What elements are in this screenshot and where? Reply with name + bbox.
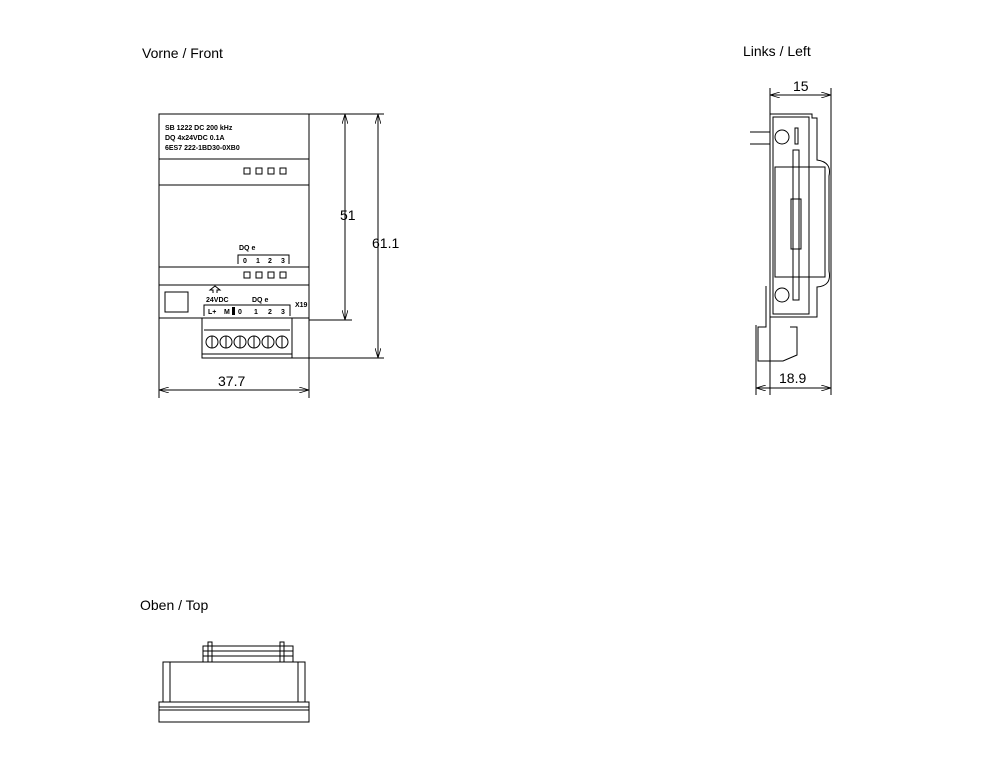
dim-depth-bottom: 18.9 <box>779 370 806 386</box>
terminal-label: 0 <box>238 309 242 316</box>
left-view: Links / Left 15 18.9 <box>743 43 832 395</box>
terminal-block <box>201 317 293 359</box>
terminal-label: 2 <box>268 309 272 316</box>
dim-height-inner: 51 <box>340 207 356 223</box>
terminal-label: 3 <box>281 309 285 316</box>
connector-label: X19 <box>295 302 308 309</box>
dq-channel: 1 <box>256 258 260 265</box>
dq-channel: 2 <box>268 258 272 265</box>
module-label-line-3: 6ES7 222-1BD30-0XB0 <box>165 145 240 152</box>
module-label-line-1: SB 1222 DC 200 kHz <box>165 125 233 132</box>
dim-height-total: 61.1 <box>372 235 399 251</box>
status-leds-bottom <box>243 271 287 279</box>
top-view-title: Oben / Top <box>140 597 208 613</box>
terminal-dq-label: DQ e <box>252 297 268 304</box>
dq-channel: 0 <box>243 258 247 265</box>
left-view-title: Links / Left <box>743 43 811 59</box>
status-leds-top <box>243 167 287 175</box>
dq-channel: 3 <box>281 258 285 265</box>
dim-width: 37.7 <box>218 373 245 389</box>
supply-label: 24VDC <box>206 297 229 304</box>
module-label-line-2: DQ 4x24VDC 0.1A <box>165 135 225 142</box>
terminal-label: M <box>224 309 230 316</box>
label-field <box>164 291 189 313</box>
dq-label: DQ e <box>239 245 255 252</box>
front-view: Vorne / Front SB 1222 DC 200 kHz DQ 4x24… <box>142 45 399 398</box>
dim-depth-top: 15 <box>793 78 809 94</box>
front-view-title: Vorne / Front <box>142 45 223 61</box>
supply-arrow-icon <box>208 285 222 293</box>
terminal-label: L+ <box>208 309 216 316</box>
terminal-label: 1 <box>254 309 258 316</box>
top-view: Oben / Top <box>140 597 310 723</box>
